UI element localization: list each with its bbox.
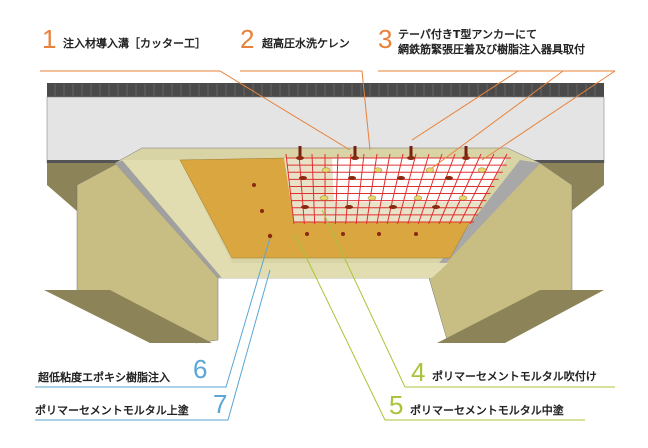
step-1-number: 1: [42, 24, 57, 54]
leader-5: [294, 233, 585, 421]
injection-port: [319, 195, 329, 201]
anchor-bolt: [462, 146, 470, 160]
left-girder-flange-bottom: [44, 290, 212, 343]
step-2-label: 超高圧水洗ケレン: [262, 37, 350, 50]
step-6-label: 超低粘度エポキシ樹脂注入: [38, 371, 170, 384]
anchor-bolt: [351, 146, 359, 160]
anchor-bolt: [296, 146, 304, 160]
injection-holes: [252, 183, 418, 239]
injection-port: [321, 167, 331, 173]
pavement-layer: [47, 83, 604, 97]
anchor-head: [345, 205, 353, 209]
leader-4: [321, 209, 615, 388]
step-5-number: 5: [389, 390, 404, 420]
leader-6: [35, 237, 271, 388]
anchor-head: [301, 205, 309, 209]
anchor-head: [299, 176, 307, 180]
step-4-number: 4: [411, 357, 426, 387]
right-haunch-edge: [429, 160, 540, 278]
anchor-head: [432, 205, 440, 209]
step-7-label: ポリマーセメントモルタル上塗: [35, 404, 189, 417]
injection-port: [477, 167, 487, 173]
left-haunch-edge: [115, 160, 222, 278]
leader-2: [240, 70, 371, 151]
step-3-number: 3: [378, 24, 393, 54]
step-1-label: 注入材導入溝［カッター工］: [63, 37, 206, 50]
pavement-hatch: [54, 84, 596, 96]
injection-port: [458, 195, 468, 201]
anchor-head: [397, 176, 405, 180]
step-5-label: ポリマーセメントモルタル中塗: [410, 404, 564, 417]
injection-port: [367, 195, 377, 201]
anchor-bolt: [407, 146, 415, 160]
leader-1: [40, 70, 351, 151]
leader-7: [35, 269, 271, 421]
injection-port: [413, 195, 423, 201]
injection-port: [373, 167, 383, 173]
step-7-number: 7: [213, 389, 228, 419]
anchor-head: [445, 176, 453, 180]
anchors: [296, 146, 487, 209]
step-6-number: 6: [193, 354, 208, 384]
anchor-head: [389, 205, 397, 209]
reinforcing-mesh: [285, 153, 511, 225]
step-4-label: ポリマーセメントモルタル吹付け: [432, 370, 597, 383]
step-3-label-line1: テーパ付きT型アンカーにて: [398, 28, 537, 41]
right-girder-flange-bottom: [437, 290, 604, 343]
injection-port: [425, 167, 435, 173]
anchor-head: [348, 176, 356, 180]
step-2-number: 2: [240, 24, 255, 54]
top-coat-layer: [122, 160, 448, 278]
step-3-label-line2: 網鉄筋緊張圧着及び樹脂注入器具取付: [398, 43, 585, 56]
